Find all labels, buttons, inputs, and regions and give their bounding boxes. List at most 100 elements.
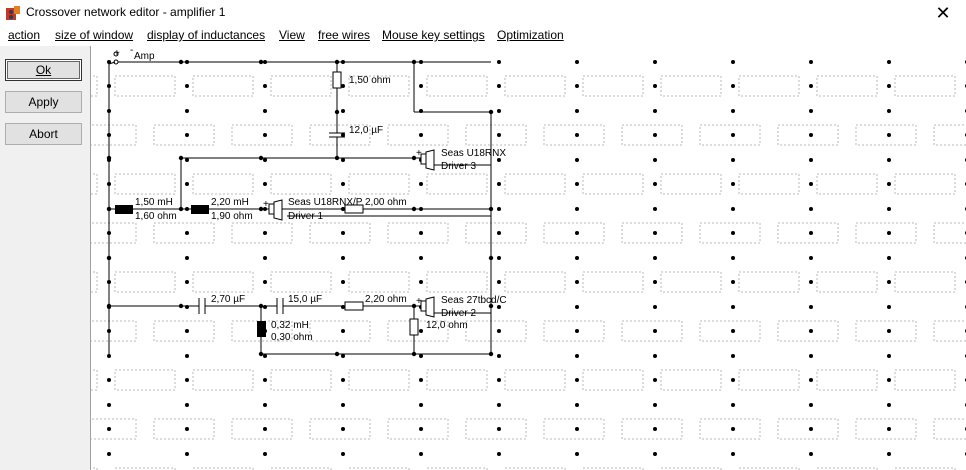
grid-dot [731,207,735,211]
grid-cell [504,369,566,391]
grid-cell [621,418,683,440]
grid-dot [731,329,735,333]
capacitor-top[interactable]: 12,0 µF [329,125,383,138]
resistor-top[interactable]: 1,50 ohm [332,71,391,89]
grid-cell [738,369,800,391]
grid-cell [816,271,878,293]
grid-dot [497,60,501,64]
driver-3[interactable]: + Seas U18RNX Driver 3 [416,148,506,172]
grid-cell [91,369,98,391]
resistor-b2[interactable]: 12,0 ohm [409,318,468,336]
grid-dot [341,427,345,431]
driver-1-name: Seas U18RNX/P [288,197,363,208]
grid-dot [263,231,267,235]
junction-dot [258,59,264,65]
menu-mouse-key-settings[interactable]: Mouse key settings [382,28,485,42]
amp-plus-label: + [114,48,120,59]
menu-size-of-window[interactable]: size of window [55,28,134,42]
grid-dot [263,182,267,186]
grid-cell [309,222,371,244]
grid-cell [465,222,527,244]
grid-cell [699,124,761,146]
grid-cell [114,369,176,391]
grid-dot [809,109,813,113]
inductor-l1-value: 1,50 mH [135,197,173,208]
grid-cell [777,320,839,342]
driver-1-plus: + [263,199,269,210]
junction-dots [106,59,494,357]
grid-dot [809,207,813,211]
junction-dot [258,206,264,212]
schematic-canvas[interactable]: + - Amp [91,46,966,470]
grid-dot [809,280,813,284]
circuit-diagram[interactable]: + - Amp [91,46,966,470]
grid-dot [341,403,345,407]
resistor-b[interactable]: 2,20 ohm [344,294,407,311]
grid-cell [660,271,722,293]
grid-dot [185,256,189,260]
grid-cell [192,75,254,97]
driver-1[interactable]: + Seas U18RNX/P Driver 1 [263,197,363,222]
menu-view[interactable]: View [279,28,305,42]
grid-dot [887,354,891,358]
grid-cell [270,467,332,470]
ok-button[interactable]: Ok [5,59,82,81]
grid-dot [419,133,423,137]
grid-cell [426,75,488,97]
grid-cell [699,418,761,440]
grid-cell [309,124,371,146]
grid-dot [731,378,735,382]
menu-action[interactable]: action [8,28,41,42]
grid-cell [933,320,966,342]
grid-dot [497,207,501,211]
inductor-l3[interactable]: 0,32 mH 0,30 ohm [257,320,313,343]
grid-cell [855,222,917,244]
menu-display-of-inductances[interactable]: display of inductances [147,28,266,42]
resistor-mid[interactable]: 2,00 ohm [344,197,407,214]
grid-dot [419,182,423,186]
grid-dot [497,133,501,137]
grid-dot [575,452,579,456]
grid-dot [575,403,579,407]
grid-cell [738,271,800,293]
grid-dot [185,133,189,137]
inductor-l1[interactable]: 1,50 mH 1,60 ohm [115,197,177,222]
menu-free-wires[interactable]: free wires [318,28,371,42]
grid-dot [809,427,813,431]
junction-dot [178,155,184,161]
grid-dot [497,305,501,309]
grid-cell [699,320,761,342]
junction-dot [106,255,112,261]
grid-dot [653,231,657,235]
capacitor-b2[interactable]: 15,0 µF [276,294,322,314]
inductor-l2[interactable]: 2,20 mH 1,90 ohm [191,197,253,222]
junction-dot [106,206,112,212]
close-button[interactable]: ✕ [920,0,966,26]
grid-dot [341,378,345,382]
driver-2[interactable]: + Seas 27tbcd/C Driver 2 [416,295,507,319]
grid-dot [185,403,189,407]
grid-dot [887,207,891,211]
grid-dot [809,354,813,358]
abort-button[interactable]: Abort [5,123,82,145]
grid-dot [653,84,657,88]
grid-cell [426,271,488,293]
grid-dot [887,305,891,309]
grid-dot [419,403,423,407]
grid-cell [933,124,966,146]
grid-dot [497,256,501,260]
grid-cell [933,418,966,440]
grid-dot [887,133,891,137]
grid-dot [341,182,345,186]
capacitor-b1[interactable]: 2,70 µF [198,294,245,314]
grid-dot [185,354,189,358]
apply-button[interactable]: Apply [5,91,82,113]
grid-dot [419,427,423,431]
grid-dot [185,329,189,333]
grid-dot [419,354,423,358]
menu-optimization[interactable]: Optimization [497,28,564,42]
grid-layer [91,60,966,470]
grid-dot [653,109,657,113]
grid-cell [855,418,917,440]
junction-dot [411,155,417,161]
